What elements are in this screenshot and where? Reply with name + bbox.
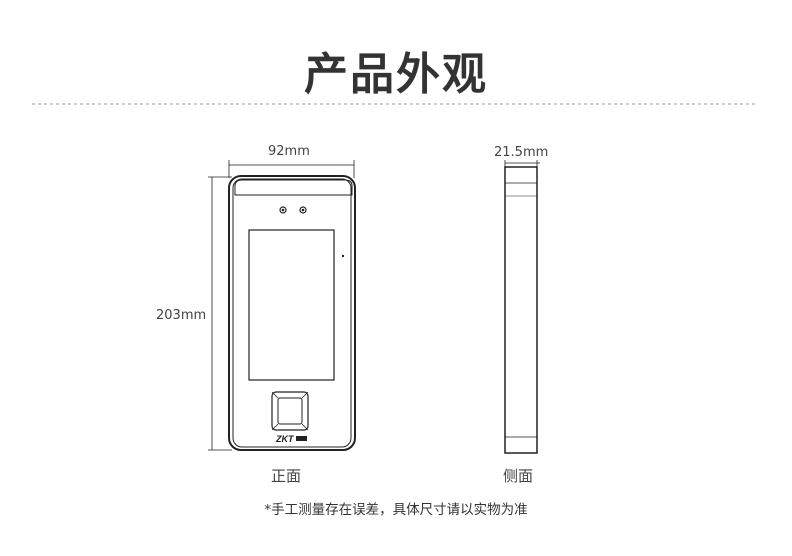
camera-lens-right (299, 206, 307, 214)
fingerprint-sensor (271, 391, 309, 431)
front-view-drawing: ZKT (208, 160, 356, 451)
depth-label: 21.5mm (494, 145, 549, 160)
page-title: 产品外观 (304, 49, 488, 100)
device-side-body (504, 166, 538, 454)
camera-lens-left (279, 206, 287, 214)
side-view-caption: 侧面 (503, 467, 534, 485)
side-view-drawing (504, 160, 540, 454)
measurement-footnote: *手工测量存在误差，具体尺寸请以实物为准 (264, 502, 528, 518)
sensor-band (234, 179, 353, 196)
device-outer-frame (228, 175, 356, 451)
brand-logo: ZKT (275, 434, 295, 444)
height-label: 203mm (156, 308, 207, 323)
touch-screen (248, 229, 335, 381)
width-label: 92mm (268, 144, 310, 159)
front-view-caption: 正面 (271, 467, 302, 485)
